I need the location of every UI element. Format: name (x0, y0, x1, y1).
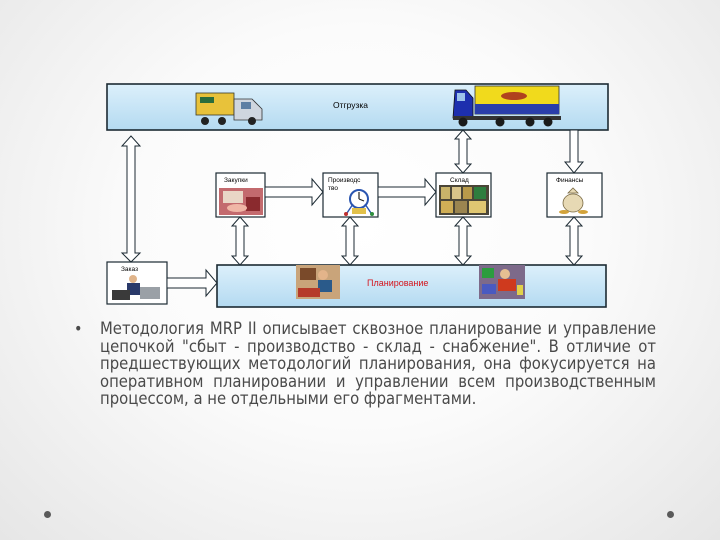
arrow-warehouse-shipment (453, 129, 473, 174)
corner-dot-right (667, 511, 674, 518)
production-label-line1: Производс (328, 177, 361, 184)
bullet-text: Методология MRP II описывает сквозное пл… (100, 319, 656, 409)
planning-bar (216, 264, 607, 308)
planning-label: Планирование (367, 278, 428, 288)
arrow-production-warehouse (377, 177, 437, 207)
arrow-finance-planning (564, 216, 584, 266)
order-label: Заказ (121, 266, 138, 273)
production-label-line2: тво (328, 185, 338, 192)
money-bag-icon (559, 187, 588, 214)
yellow-truck-icon (195, 92, 263, 125)
corner-dot-left (44, 511, 51, 518)
bullet-paragraph: • Методология MRP II описывает сквозное … (74, 320, 656, 408)
blue-truck-icon (452, 85, 561, 127)
arrow-shipment-finance (563, 129, 585, 174)
arrow-procurement-production (264, 177, 324, 207)
arrow-production-planning (340, 216, 360, 266)
shipment-label: Отгрузка (333, 100, 368, 110)
production-icon (344, 189, 374, 216)
planning-photo-left (296, 265, 340, 299)
order-icon (112, 275, 160, 300)
procurement-icon (219, 188, 263, 215)
planning-photo-right (479, 265, 525, 299)
warehouse-icon (439, 185, 489, 215)
bullet-marker: • (74, 319, 83, 338)
arrow-warehouse-planning (453, 216, 473, 266)
arrow-order-shipment (120, 135, 142, 263)
finance-label: Финансы (556, 177, 584, 184)
arrow-order-planning (166, 268, 218, 298)
diagram-arrows (120, 129, 585, 298)
arrow-procurement-planning (230, 216, 250, 266)
warehouse-label: Склад (450, 177, 469, 184)
procurement-label: Закупки (224, 177, 248, 184)
